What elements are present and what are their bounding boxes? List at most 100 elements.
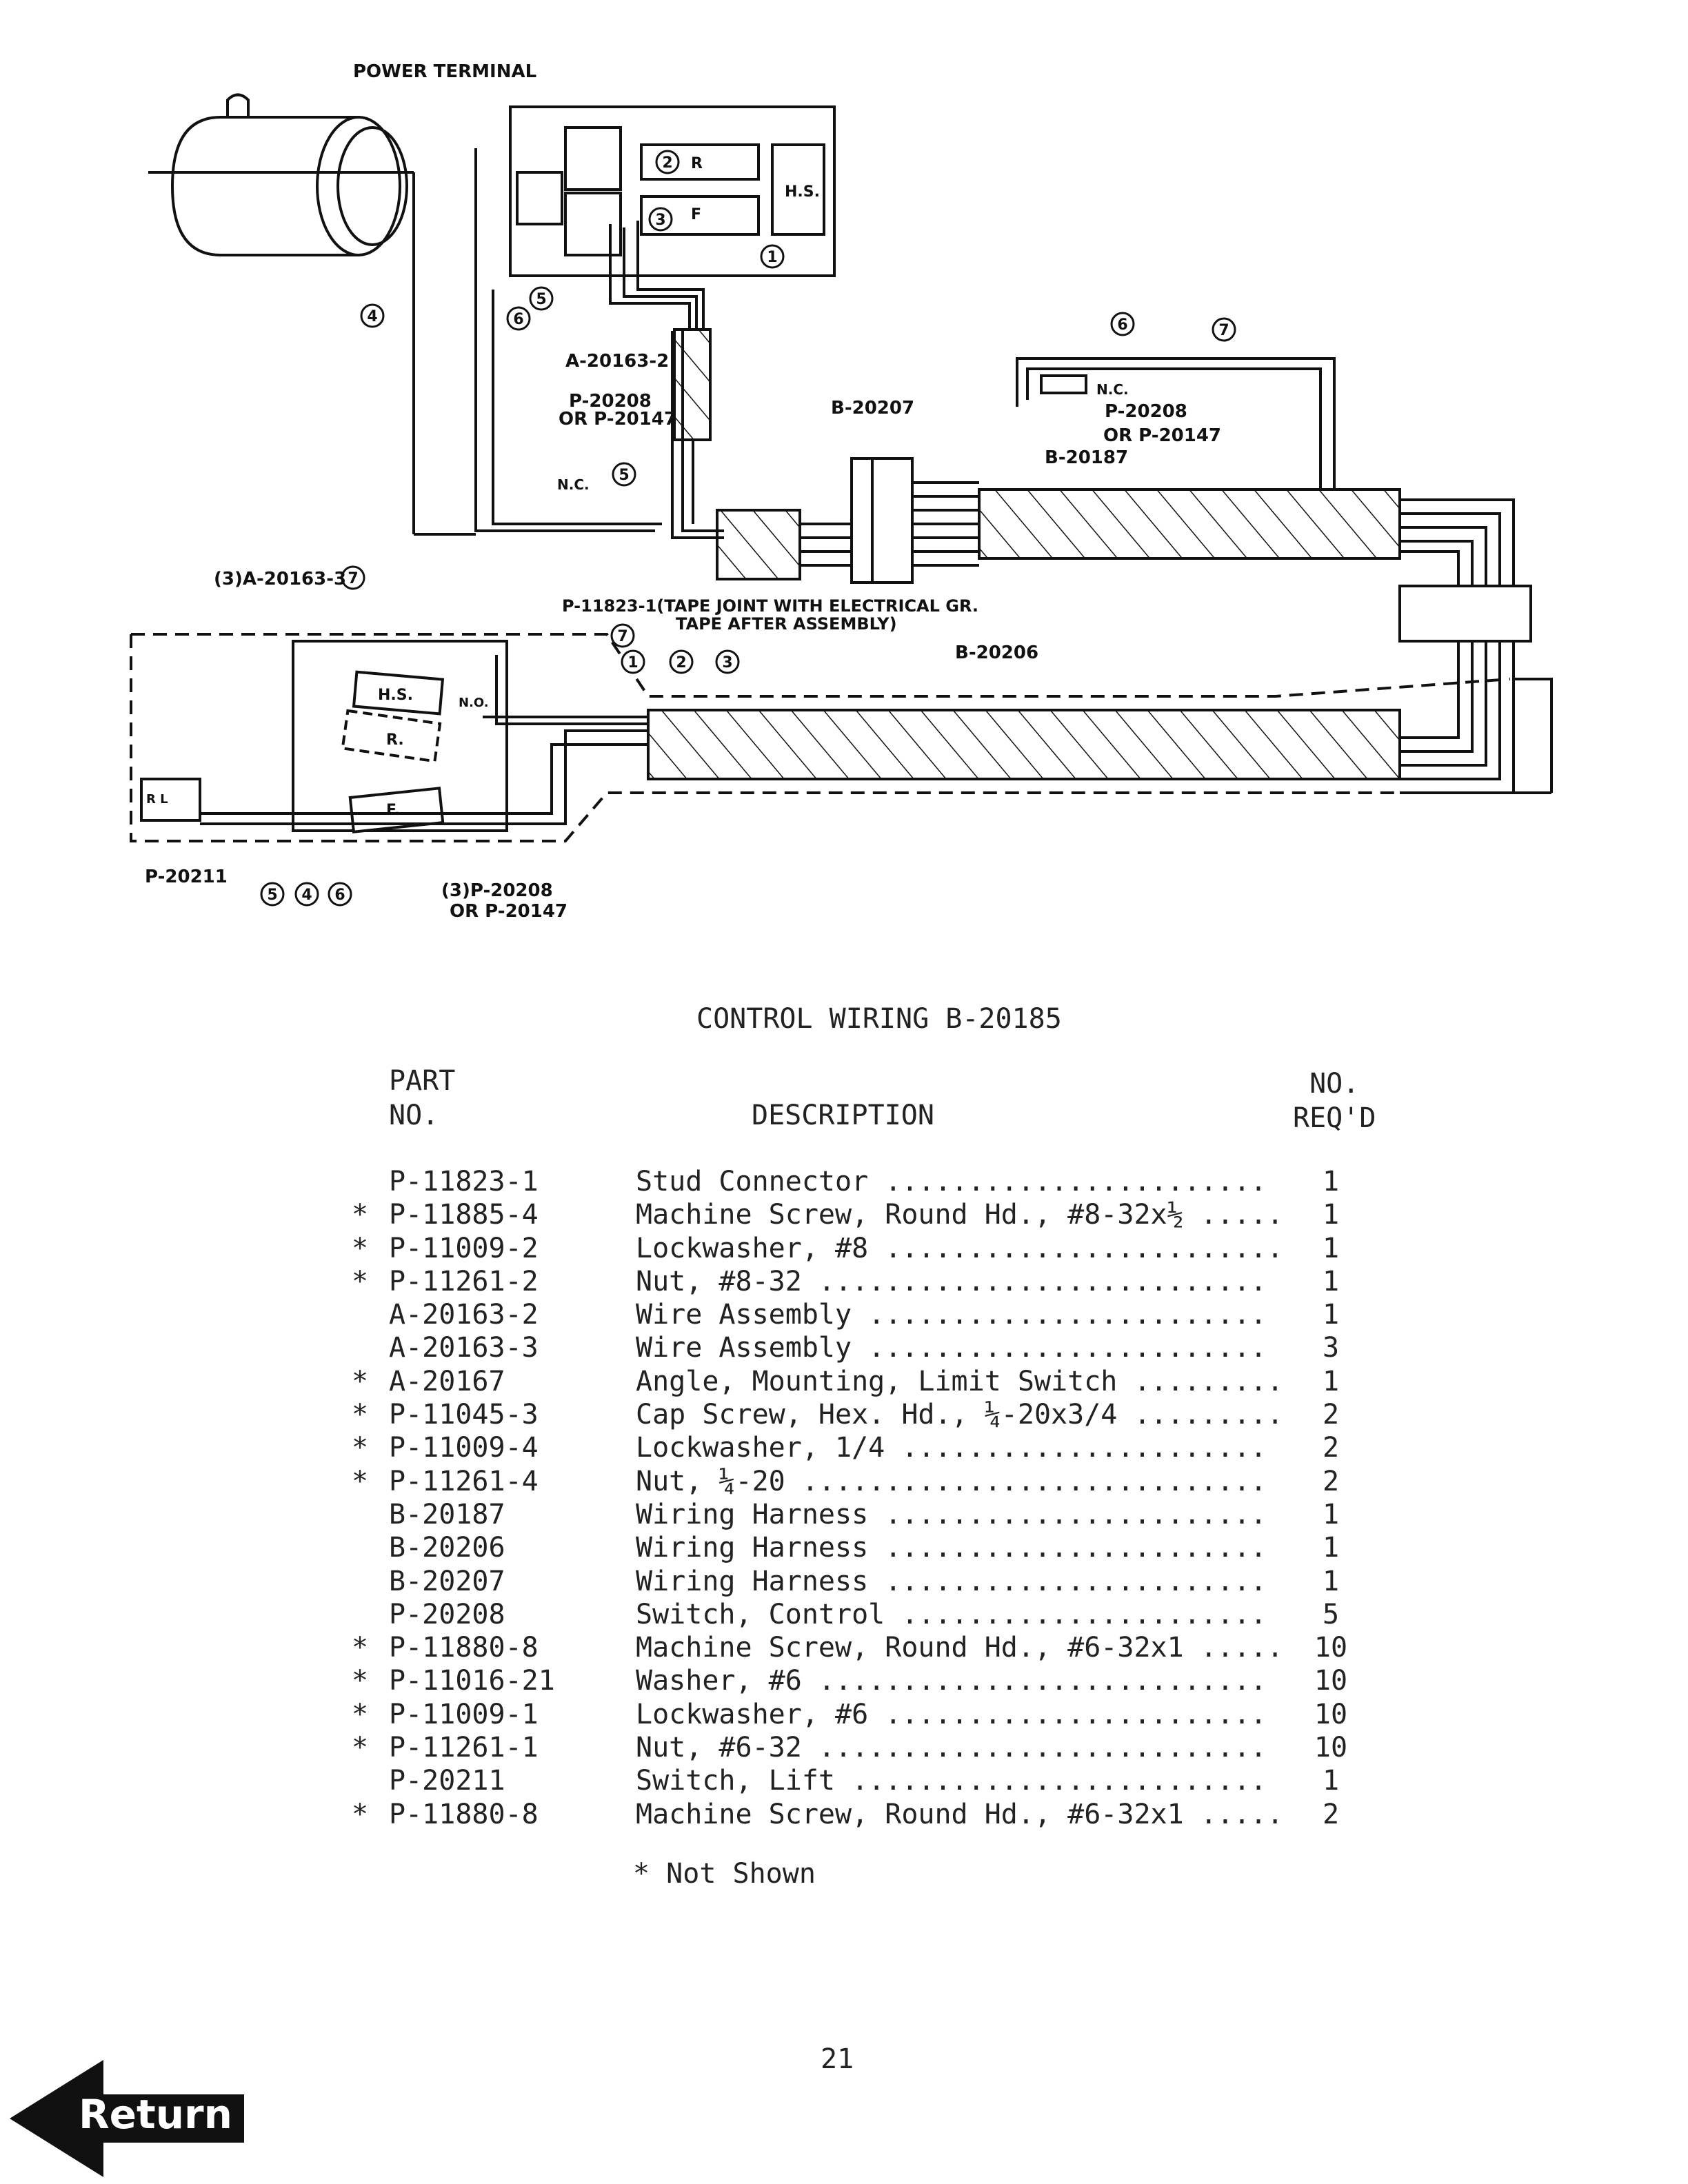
part-marker: * [352,1365,369,1397]
svg-text:1: 1 [767,249,777,266]
not-shown-note: * Not Shown [633,1858,816,1890]
svg-text:6: 6 [334,887,345,904]
callout-5: 5 [612,462,636,487]
part-number: P-11885-4 [389,1199,539,1231]
part-quantity: 2 [1322,1798,1340,1830]
callout-6: 6 [1110,312,1135,336]
part-quantity: 2 [1322,1465,1340,1497]
part-marker: * [352,1732,369,1764]
parts-row: A-20163-3 Wire Assembly .................… [345,1331,1420,1364]
label-or-p20147-b: OR P-20147 [1103,425,1221,446]
parts-row: * P-11016-21 Washer, #6 ..................… [345,1664,1420,1697]
part-quantity: 2 [1322,1399,1340,1431]
part-quantity: 1 [1322,1365,1340,1397]
part-description: Nut, #8-32 ........................... [636,1265,1267,1297]
part-quantity: 5 [1322,1598,1340,1630]
part-quantity: 1 [1322,1265,1340,1297]
callout-5: 5 [529,286,554,311]
part-quantity: 1 [1322,1565,1340,1597]
part-number: P-11016-21 [389,1665,555,1697]
callout-1: 1 [621,649,645,674]
part-marker: * [352,1665,369,1697]
header-required: NO. REQ'D [1293,1066,1376,1135]
svg-text:4: 4 [367,308,377,325]
label-r-top: R [691,155,703,172]
label-p20211: P-20211 [145,867,228,887]
label-p20208-a: P-20208 [569,391,652,412]
part-number: P-11880-8 [389,1632,539,1664]
part-description: Lockwasher, #8 ........................ [636,1232,1284,1264]
return-arrow-icon [10,2060,244,2177]
svg-text:3: 3 [722,654,732,671]
parts-row: P-11823-1 Stud Connector ................… [345,1165,1420,1198]
part-quantity: 10 [1314,1732,1348,1764]
label-nc-a: N.C. [557,476,590,493]
part-description: Wire Assembly ........................ [636,1332,1267,1364]
part-quantity: 2 [1322,1432,1340,1464]
part-marker: * [352,1199,369,1231]
label-p20208-c: (3)P-20208 [441,880,553,901]
part-number: B-20206 [389,1532,505,1564]
part-description: Wiring Harness ....................... [636,1532,1267,1564]
part-quantity: 10 [1314,1665,1348,1697]
part-number: P-11045-3 [389,1399,539,1431]
label-b20206: B-20206 [955,643,1038,663]
callout-7: 7 [341,565,365,590]
top-control-panel [509,105,836,331]
part-marker: * [352,1798,369,1830]
label-p11823-line2: TAPE AFTER ASSEMBLY) [676,614,897,634]
part-description: Stud Connector ....................... [636,1166,1267,1197]
svg-text:7: 7 [1218,322,1229,339]
part-quantity: 1 [1322,1532,1340,1564]
callout-6: 6 [328,882,352,907]
part-description: Washer, #6 ........................... [636,1665,1267,1697]
header-part: PART NO. [389,1064,455,1133]
part-number: A-20167 [389,1365,505,1397]
part-description: Wiring Harness ....................... [636,1565,1267,1597]
label-no: N.O. [459,696,489,710]
part-number: A-20163-3 [389,1332,539,1364]
part-description: Switch, Control ...................... [636,1598,1267,1630]
part-description: Lockwasher, #6 ....................... [636,1698,1267,1730]
part-quantity: 1 [1322,1299,1340,1331]
part-description: Angle, Mounting, Limit Switch ......... [636,1365,1284,1397]
svg-text:6: 6 [513,311,523,328]
label-r-bot: R. [386,731,404,749]
part-number: P-11009-2 [389,1232,539,1264]
label-hs-top: H.S. [785,183,820,201]
part-description: Switch, Lift ......................... [636,1765,1267,1797]
parts-list: P-11823-1 Stud Connector ................… [345,1165,1420,1831]
label-or-p20147-c: OR P-20147 [450,901,567,922]
return-button[interactable]: Return [10,2060,248,2177]
svg-text:2: 2 [676,654,686,671]
part-number: P-11261-4 [389,1465,539,1497]
callout-7: 7 [610,623,635,648]
svg-text:7: 7 [348,570,358,587]
parts-row: P-20208 Switch, Control .................… [345,1598,1420,1631]
header-part-line1: PART [389,1065,456,1097]
part-quantity: 1 [1322,1166,1340,1197]
part-number: P-11009-4 [389,1432,539,1464]
part-number: P-11261-1 [389,1732,539,1764]
label-b20187: B-20187 [1045,447,1128,468]
part-number: P-11823-1 [389,1166,539,1197]
callout-2: 2 [655,150,680,174]
label-p11823-line1: P-11823-1(TAPE JOINT WITH ELECTRICAL GR. [562,596,978,616]
part-quantity: 1 [1322,1232,1340,1264]
callout-1: 1 [760,244,785,269]
part-number: P-20208 [389,1598,505,1630]
svg-text:2: 2 [662,154,672,172]
part-marker: * [352,1698,369,1730]
part-quantity: 1 [1322,1498,1340,1530]
part-quantity: 10 [1314,1632,1348,1664]
callout-3: 3 [648,207,673,232]
